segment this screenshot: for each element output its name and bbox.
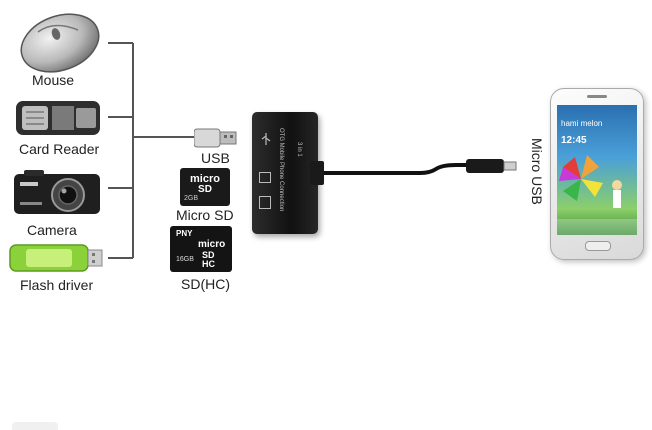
phone-screen: hami melon 12:45 [557, 105, 637, 235]
micro-sd-card-logo-sub: SD [198, 184, 212, 195]
sdhc-card-image: PNY micro SD 16GB HC [170, 226, 232, 272]
corner-mark [12, 422, 58, 430]
sdhc-card-capacity: 16GB [176, 256, 194, 263]
otg-cable [310, 159, 517, 185]
phone-home-button [585, 241, 611, 251]
micro-sd-label: Micro SD [176, 207, 234, 223]
micro-sd-slot-icon [259, 172, 271, 183]
usb-label: USB [201, 150, 230, 166]
camera-image [12, 168, 104, 218]
sdhc-card-brand: PNY [176, 229, 193, 238]
phone-brand-text: hami melon [561, 119, 603, 128]
sdhc-card-hc: HC [202, 259, 215, 269]
card-reader-label: Card Reader [19, 141, 100, 157]
mouse-label: Mouse [32, 72, 75, 88]
otg-adapter: OTG Mobile Phone Connection 3 in 1 [252, 112, 318, 234]
phone-speaker [587, 95, 607, 98]
usb-port-icon [260, 132, 272, 146]
adapter-side-text: OTG Mobile Phone Connection [278, 128, 284, 212]
camera-label: Camera [27, 222, 77, 238]
flash-driver-image [8, 241, 104, 275]
micro-sd-card-image: micro SD 2GB [180, 168, 230, 206]
micro-sd-card-capacity: 2GB [184, 195, 199, 202]
sd-slot-icon [259, 196, 271, 209]
phone-wallpaper-graphic [559, 155, 622, 208]
micro-sd-card-logo: micro [190, 173, 220, 185]
sdhc-card-logo: micro [198, 239, 226, 250]
adapter-badge: 3 in 1 [296, 142, 302, 157]
smartphone: hami melon 12:45 [550, 88, 644, 260]
mouse-image [14, 12, 106, 74]
sdhc-card-logo-sub: SD [202, 250, 215, 260]
sd-hc-label: SD(HC) [181, 276, 230, 292]
flash-driver-label: Flash driver [20, 277, 94, 293]
card-reader-image [14, 98, 104, 138]
usb-plug-image [194, 127, 238, 149]
phone-time: 12:45 [561, 135, 587, 146]
micro-usb-label: Micro USB [529, 138, 545, 205]
phone-dock [557, 219, 637, 235]
